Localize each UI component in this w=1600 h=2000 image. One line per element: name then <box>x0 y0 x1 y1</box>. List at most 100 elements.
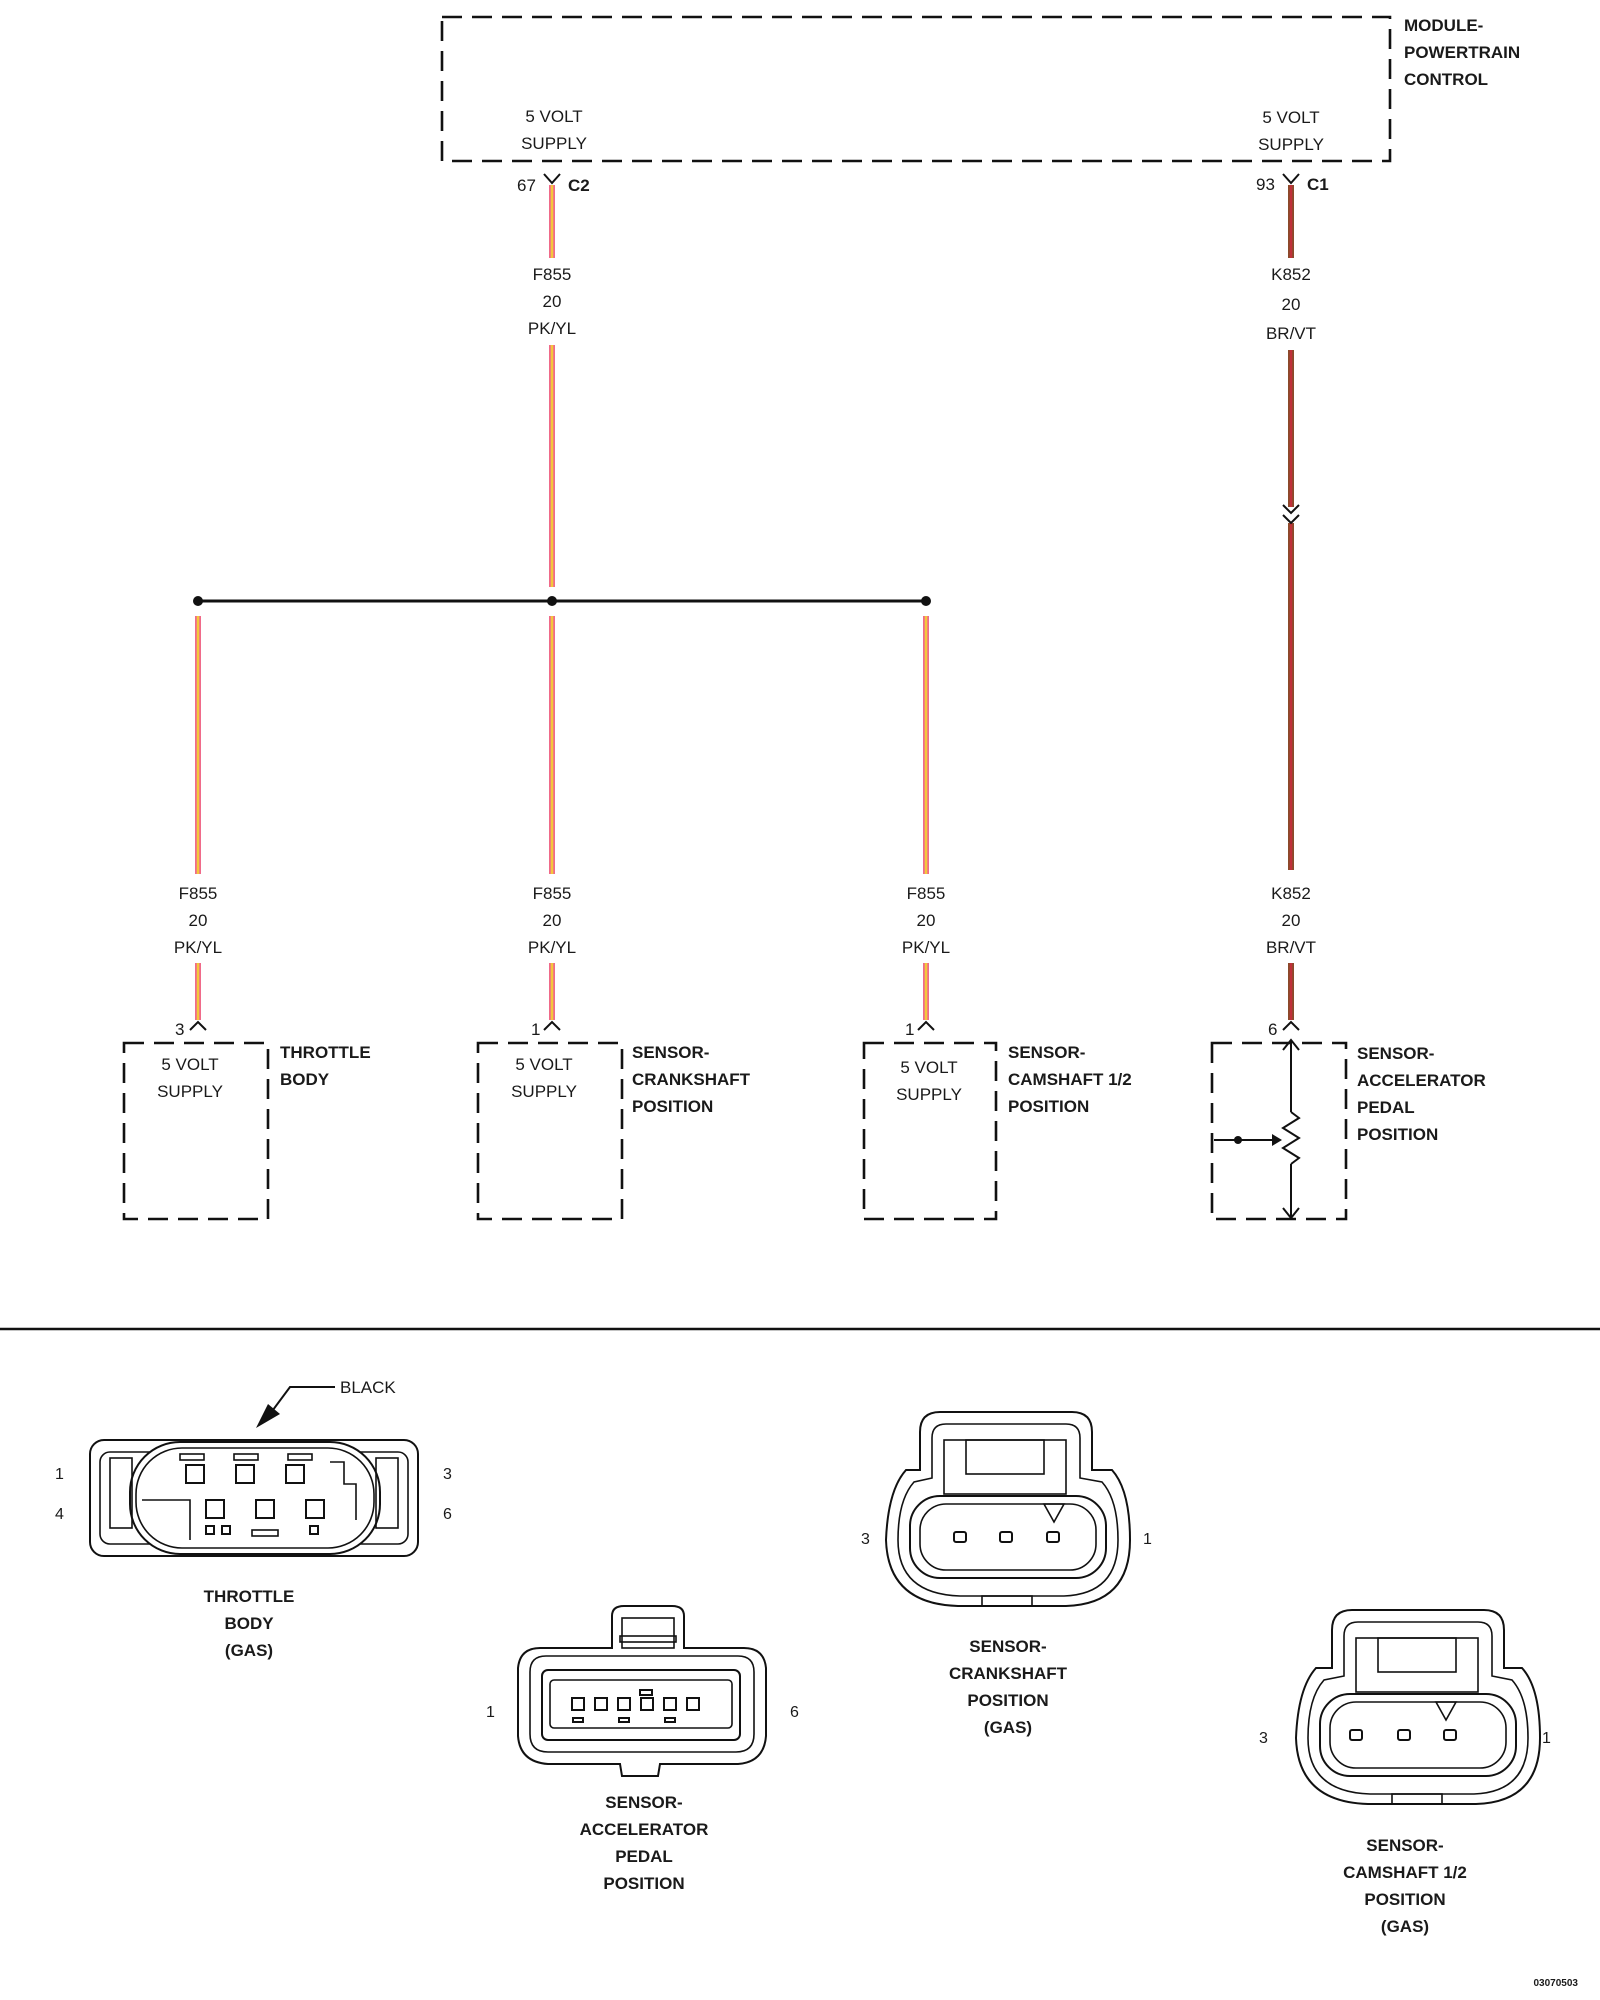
connector-cavities <box>1349 1729 1457 1741</box>
wire-label-color: PK/YL <box>174 938 222 957</box>
component-name-line-2: ACCELERATOR <box>1357 1071 1486 1090</box>
component-supply-line-1: 5 VOLT <box>161 1055 218 1074</box>
connector-pin-label: 3 <box>861 1531 870 1548</box>
component-supply-line-1: 5 VOLT <box>515 1055 572 1074</box>
splice-bus <box>193 596 931 606</box>
connector-caption-line-2: CRANKSHAFT <box>949 1664 1068 1683</box>
connector-caption-line-1: SENSOR- <box>605 1793 682 1812</box>
wires <box>193 185 1300 1020</box>
component-outline <box>862 1041 998 1221</box>
connector-caption-line-3: POSITION <box>967 1691 1048 1710</box>
component-crankshaft-sensor: 1 5 VOLT SUPPLY SENSOR- CRANKSHAFT POSIT… <box>476 1020 751 1221</box>
connector-view-camshaft: 3 1 SENSOR- CAMSHAFT 1/2 POSITION (GAS) <box>1259 1609 1551 1936</box>
component-pin-number: 6 <box>1268 1020 1277 1039</box>
component-name-line-4: POSITION <box>1357 1125 1438 1144</box>
component-outline <box>1210 1041 1348 1221</box>
connector-pin-label: 1 <box>55 1466 64 1483</box>
wire-label-gauge: 20 <box>1282 295 1301 314</box>
component-supply-line-2: SUPPLY <box>157 1082 223 1101</box>
wire-label-gauge: 20 <box>543 292 562 311</box>
connector-caption-line-2: BODY <box>224 1614 274 1633</box>
wire-label-color: BR/VT <box>1266 938 1316 957</box>
wire-label-circuit: F855 <box>533 265 572 284</box>
component-supply-line-2: SUPPLY <box>511 1082 577 1101</box>
pcm-right-supply-line-1: 5 VOLT <box>1262 108 1319 127</box>
component-name-line-3: PEDAL <box>1357 1098 1415 1117</box>
connector-pin-label: 3 <box>1259 1730 1268 1747</box>
wire-label-color: PK/YL <box>528 938 576 957</box>
connector-body <box>1319 1693 1517 1777</box>
pcm-name-line-2: POWERTRAIN <box>1404 43 1520 62</box>
connector-pin-label: 4 <box>55 1506 64 1523</box>
connector-caption-line-2: CAMSHAFT 1/2 <box>1343 1863 1467 1882</box>
pin-marker <box>1282 1020 1300 1031</box>
component-pin-number: 1 <box>905 1020 914 1039</box>
wire-label-color: PK/YL <box>902 938 950 957</box>
component-outline <box>476 1041 624 1221</box>
component-pin-number: 1 <box>531 1020 540 1039</box>
connector-caption-line-3: (GAS) <box>225 1641 273 1660</box>
leader-arrow <box>256 1404 280 1428</box>
connector-view-throttle-body: BLACK 1 4 3 6 THROTTLE BODY <box>55 1378 452 1660</box>
connector-caption-line-3: POSITION <box>1364 1890 1445 1909</box>
connector-color-label: BLACK <box>340 1378 396 1397</box>
connector-pin-label: 3 <box>443 1466 452 1483</box>
connector-caption-line-4: POSITION <box>603 1874 684 1893</box>
component-accelerator-pedal-sensor: 6 SENSOR- ACCELERATOR PEDAL POSITION <box>1210 1020 1486 1221</box>
pcm-left-connector-id: C2 <box>568 176 590 195</box>
component-name-line-1: SENSOR- <box>1357 1044 1434 1063</box>
connector-cavities <box>953 1531 1060 1543</box>
pin-marker <box>543 1020 561 1031</box>
component-name-line-1: SENSOR- <box>632 1043 709 1062</box>
component-name-line-3: POSITION <box>632 1097 713 1116</box>
connector-caption-line-3: PEDAL <box>615 1847 673 1866</box>
pcm-left-supply-line-1: 5 VOLT <box>525 107 582 126</box>
component-throttle-body: 3 5 VOLT SUPPLY THROTTLE BODY <box>122 1020 371 1221</box>
connector-cavities <box>185 1464 325 1535</box>
component-name-line-2: CRANKSHAFT <box>632 1070 751 1089</box>
wire-label-circuit: F855 <box>179 884 218 903</box>
connector-pin-label: 1 <box>1542 1730 1551 1747</box>
wire-k852-trunk <box>1282 185 1300 870</box>
wire-label-gauge: 20 <box>917 911 936 930</box>
connector-body <box>129 1441 381 1555</box>
connector-caption-line-4: (GAS) <box>984 1718 1032 1737</box>
component-name-line-1: SENSOR- <box>1008 1043 1085 1062</box>
wire-label-gauge: 20 <box>189 911 208 930</box>
wire-label-circuit: F855 <box>907 884 946 903</box>
connector-caption-line-4: (GAS) <box>1381 1917 1429 1936</box>
connector-view-crankshaft: 3 1 SENSOR- CRANKSHAFT POSITION (GAS) <box>861 1411 1152 1737</box>
pcm-right-pin-marker <box>1282 173 1300 185</box>
splice-dot-left <box>193 596 203 606</box>
component-camshaft-sensor: 1 5 VOLT SUPPLY SENSOR- CAMSHAFT 1/2 POS… <box>862 1020 1132 1221</box>
connector-caption-line-1: SENSOR- <box>969 1637 1046 1656</box>
wire-label-gauge: 20 <box>1282 911 1301 930</box>
pin-marker <box>917 1020 935 1031</box>
powertrain-control-module: MODULE- POWERTRAIN CONTROL 5 VOLT SUPPLY… <box>440 15 1520 195</box>
pcm-right-connector-id: C1 <box>1307 175 1329 194</box>
pcm-left-pin-number: 67 <box>517 176 536 195</box>
connector-pin-label: 6 <box>790 1704 799 1721</box>
inline-connector-symbol <box>1282 504 1300 525</box>
connector-view-accelerator-pedal: 1 6 SENSOR- ACCELERATOR PEDAL POSITION <box>486 1605 799 1893</box>
pcm-right-pin-number: 93 <box>1256 175 1275 194</box>
splice-dot-right <box>921 596 931 606</box>
pcm-left-pin-marker <box>543 173 561 185</box>
figure-id: 03070503 <box>1534 1978 1579 1989</box>
component-outline <box>122 1041 270 1221</box>
component-name-line-1: THROTTLE <box>280 1043 371 1062</box>
component-pin-number: 3 <box>175 1020 184 1039</box>
component-name-line-3: POSITION <box>1008 1097 1089 1116</box>
wire-label-circuit: K852 <box>1271 265 1311 284</box>
connector-caption-line-1: SENSOR- <box>1366 1836 1443 1855</box>
wire-label-circuit: K852 <box>1271 884 1311 903</box>
pcm-name-line-3: CONTROL <box>1404 70 1488 89</box>
component-supply-line-1: 5 VOLT <box>900 1058 957 1077</box>
pcm-right-supply-line-2: SUPPLY <box>1258 135 1324 154</box>
wire-labels: F855 20 PK/YL K852 20 BR/VT F855 20 PK/Y… <box>174 265 1316 957</box>
connector-caption-line-1: THROTTLE <box>204 1587 295 1606</box>
pcm-name-line-1: MODULE- <box>1404 16 1483 35</box>
wire-label-color: BR/VT <box>1266 324 1316 343</box>
connector-caption-line-2: ACCELERATOR <box>580 1820 709 1839</box>
